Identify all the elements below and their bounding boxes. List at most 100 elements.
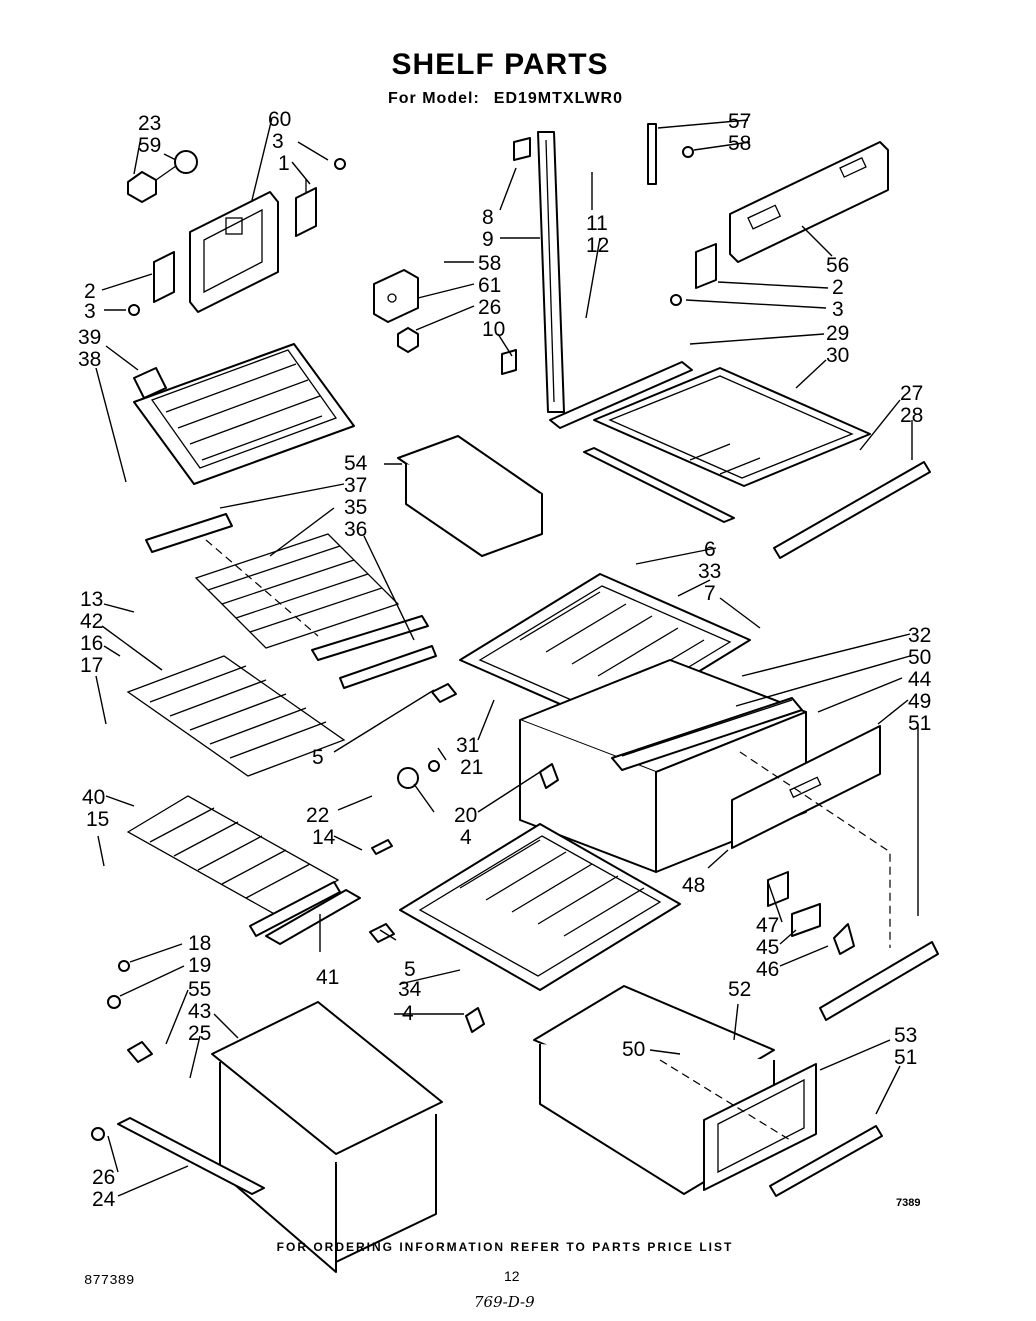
figure-reference: 7389 [896, 1197, 921, 1209]
callout: 46 [756, 958, 779, 981]
ordering-note: FOR ORDERING INFORMATION REFER TO PARTS … [276, 1240, 734, 1254]
wire-shelf-part-35 [194, 533, 429, 661]
glass-shelf-part [593, 367, 871, 487]
callout: 31 [456, 734, 479, 757]
leader-lines [95, 117, 919, 1197]
callout: 2 [84, 280, 96, 303]
callout: 26 [92, 1166, 115, 1189]
drawer-front-part-44 [731, 725, 881, 849]
callout: 44 [908, 668, 932, 691]
callout: 58 [728, 132, 751, 155]
page-number: 12 [504, 1268, 520, 1284]
callout: 16 [80, 632, 103, 655]
right-light-cover-part [729, 141, 889, 263]
callout: 27 [900, 382, 923, 405]
callout: 38 [78, 348, 101, 371]
shelf-rear-trim-part-27 [583, 447, 735, 523]
model-line: For Model:ED19MTXLWR0 [388, 90, 637, 108]
callout: 8 [482, 206, 494, 229]
handwritten-note: 769-D-9 [474, 1293, 535, 1311]
callout: 49 [908, 690, 931, 713]
callout: 56 [826, 254, 849, 277]
callout: 12 [586, 234, 609, 257]
callout: 1 [278, 152, 290, 175]
callout: 29 [826, 322, 849, 345]
rail-bracket-part [501, 137, 531, 375]
light-housing-part [189, 191, 279, 313]
callout: 43 [188, 1000, 211, 1023]
shelf-trim-part-41 [265, 889, 361, 945]
callout: 18 [188, 932, 211, 955]
callout: 19 [188, 954, 211, 977]
callout: 53 [894, 1024, 917, 1047]
callout: 35 [344, 496, 367, 519]
shelf-bracket-part-61 [373, 269, 419, 323]
callout: 50 [908, 646, 931, 669]
callout: 40 [82, 786, 105, 809]
callout: 34 [398, 978, 422, 1001]
bracket-part-2-left [153, 251, 175, 303]
callout: 26 [478, 296, 501, 319]
callout-labels: 23 59 60 3 1 2 3 39 38 8 9 11 12 58 61 2… [78, 108, 932, 1211]
callout: 41 [316, 966, 339, 989]
framed-shelf-part-34 [399, 823, 681, 991]
meat-pan-part-43 [211, 1001, 443, 1273]
dairy-bin-part [397, 435, 543, 557]
callout: 54 [344, 452, 368, 475]
drawer-front-part-53 [703, 1063, 817, 1191]
callout: 3 [84, 300, 96, 323]
callout: 13 [80, 588, 103, 611]
callout: 15 [86, 808, 109, 831]
callout: 4 [402, 1002, 414, 1025]
callout: 57 [728, 110, 751, 133]
callout: 33 [698, 560, 721, 583]
shelf-support-part-5 [369, 683, 457, 943]
shelf-support-part-4 [465, 763, 559, 1033]
callout: 25 [188, 1022, 211, 1045]
model-number: ED19MTXLWR0 [493, 90, 624, 107]
hidden-lines [205, 539, 891, 1141]
callout: 52 [728, 978, 751, 1001]
callout: 30 [826, 344, 849, 367]
bracket-part-1 [295, 179, 317, 237]
callout: 28 [900, 404, 923, 427]
callout: 10 [482, 318, 505, 341]
page-title: SHELF PARTS [391, 48, 609, 81]
callout: 5 [312, 746, 324, 769]
callout: 42 [80, 610, 103, 633]
callout: 50 [622, 1038, 645, 1061]
nut-part-26 [397, 327, 419, 353]
pan-support-part-24 [91, 1117, 265, 1195]
clip-part-55 [107, 960, 153, 1063]
callout: 51 [908, 712, 931, 735]
cantilever-shelf-part [133, 343, 355, 485]
humidity-control-part [767, 871, 855, 955]
crisper-cover-part-50 [611, 697, 803, 771]
callout: 20 [454, 804, 477, 827]
roller-part-20 [371, 760, 440, 855]
callout: 23 [138, 112, 161, 135]
callout: 45 [756, 936, 779, 959]
hinge-part-57 [647, 123, 694, 185]
document-number: 877389 [84, 1273, 135, 1289]
callout: 22 [306, 804, 329, 827]
shelf-trim-part-29 [549, 361, 693, 429]
bracket-part-2-right [695, 243, 717, 289]
light-socket-part [127, 150, 198, 203]
callout: 59 [138, 134, 161, 157]
callout: 24 [92, 1188, 116, 1211]
shelf-trim-part-37 [145, 513, 233, 553]
callout: 4 [460, 826, 472, 849]
callout: 3 [832, 298, 844, 321]
drawer-rail-part-51 [769, 941, 939, 1197]
callout: 37 [344, 474, 367, 497]
callout: 60 [268, 108, 291, 131]
callout: 55 [188, 978, 211, 1001]
callout: 21 [460, 756, 483, 779]
vertical-rail-part [537, 131, 565, 413]
callout: 58 [478, 252, 501, 275]
wire-shelf-part-40 [126, 795, 341, 937]
callout: 3 [272, 130, 284, 153]
